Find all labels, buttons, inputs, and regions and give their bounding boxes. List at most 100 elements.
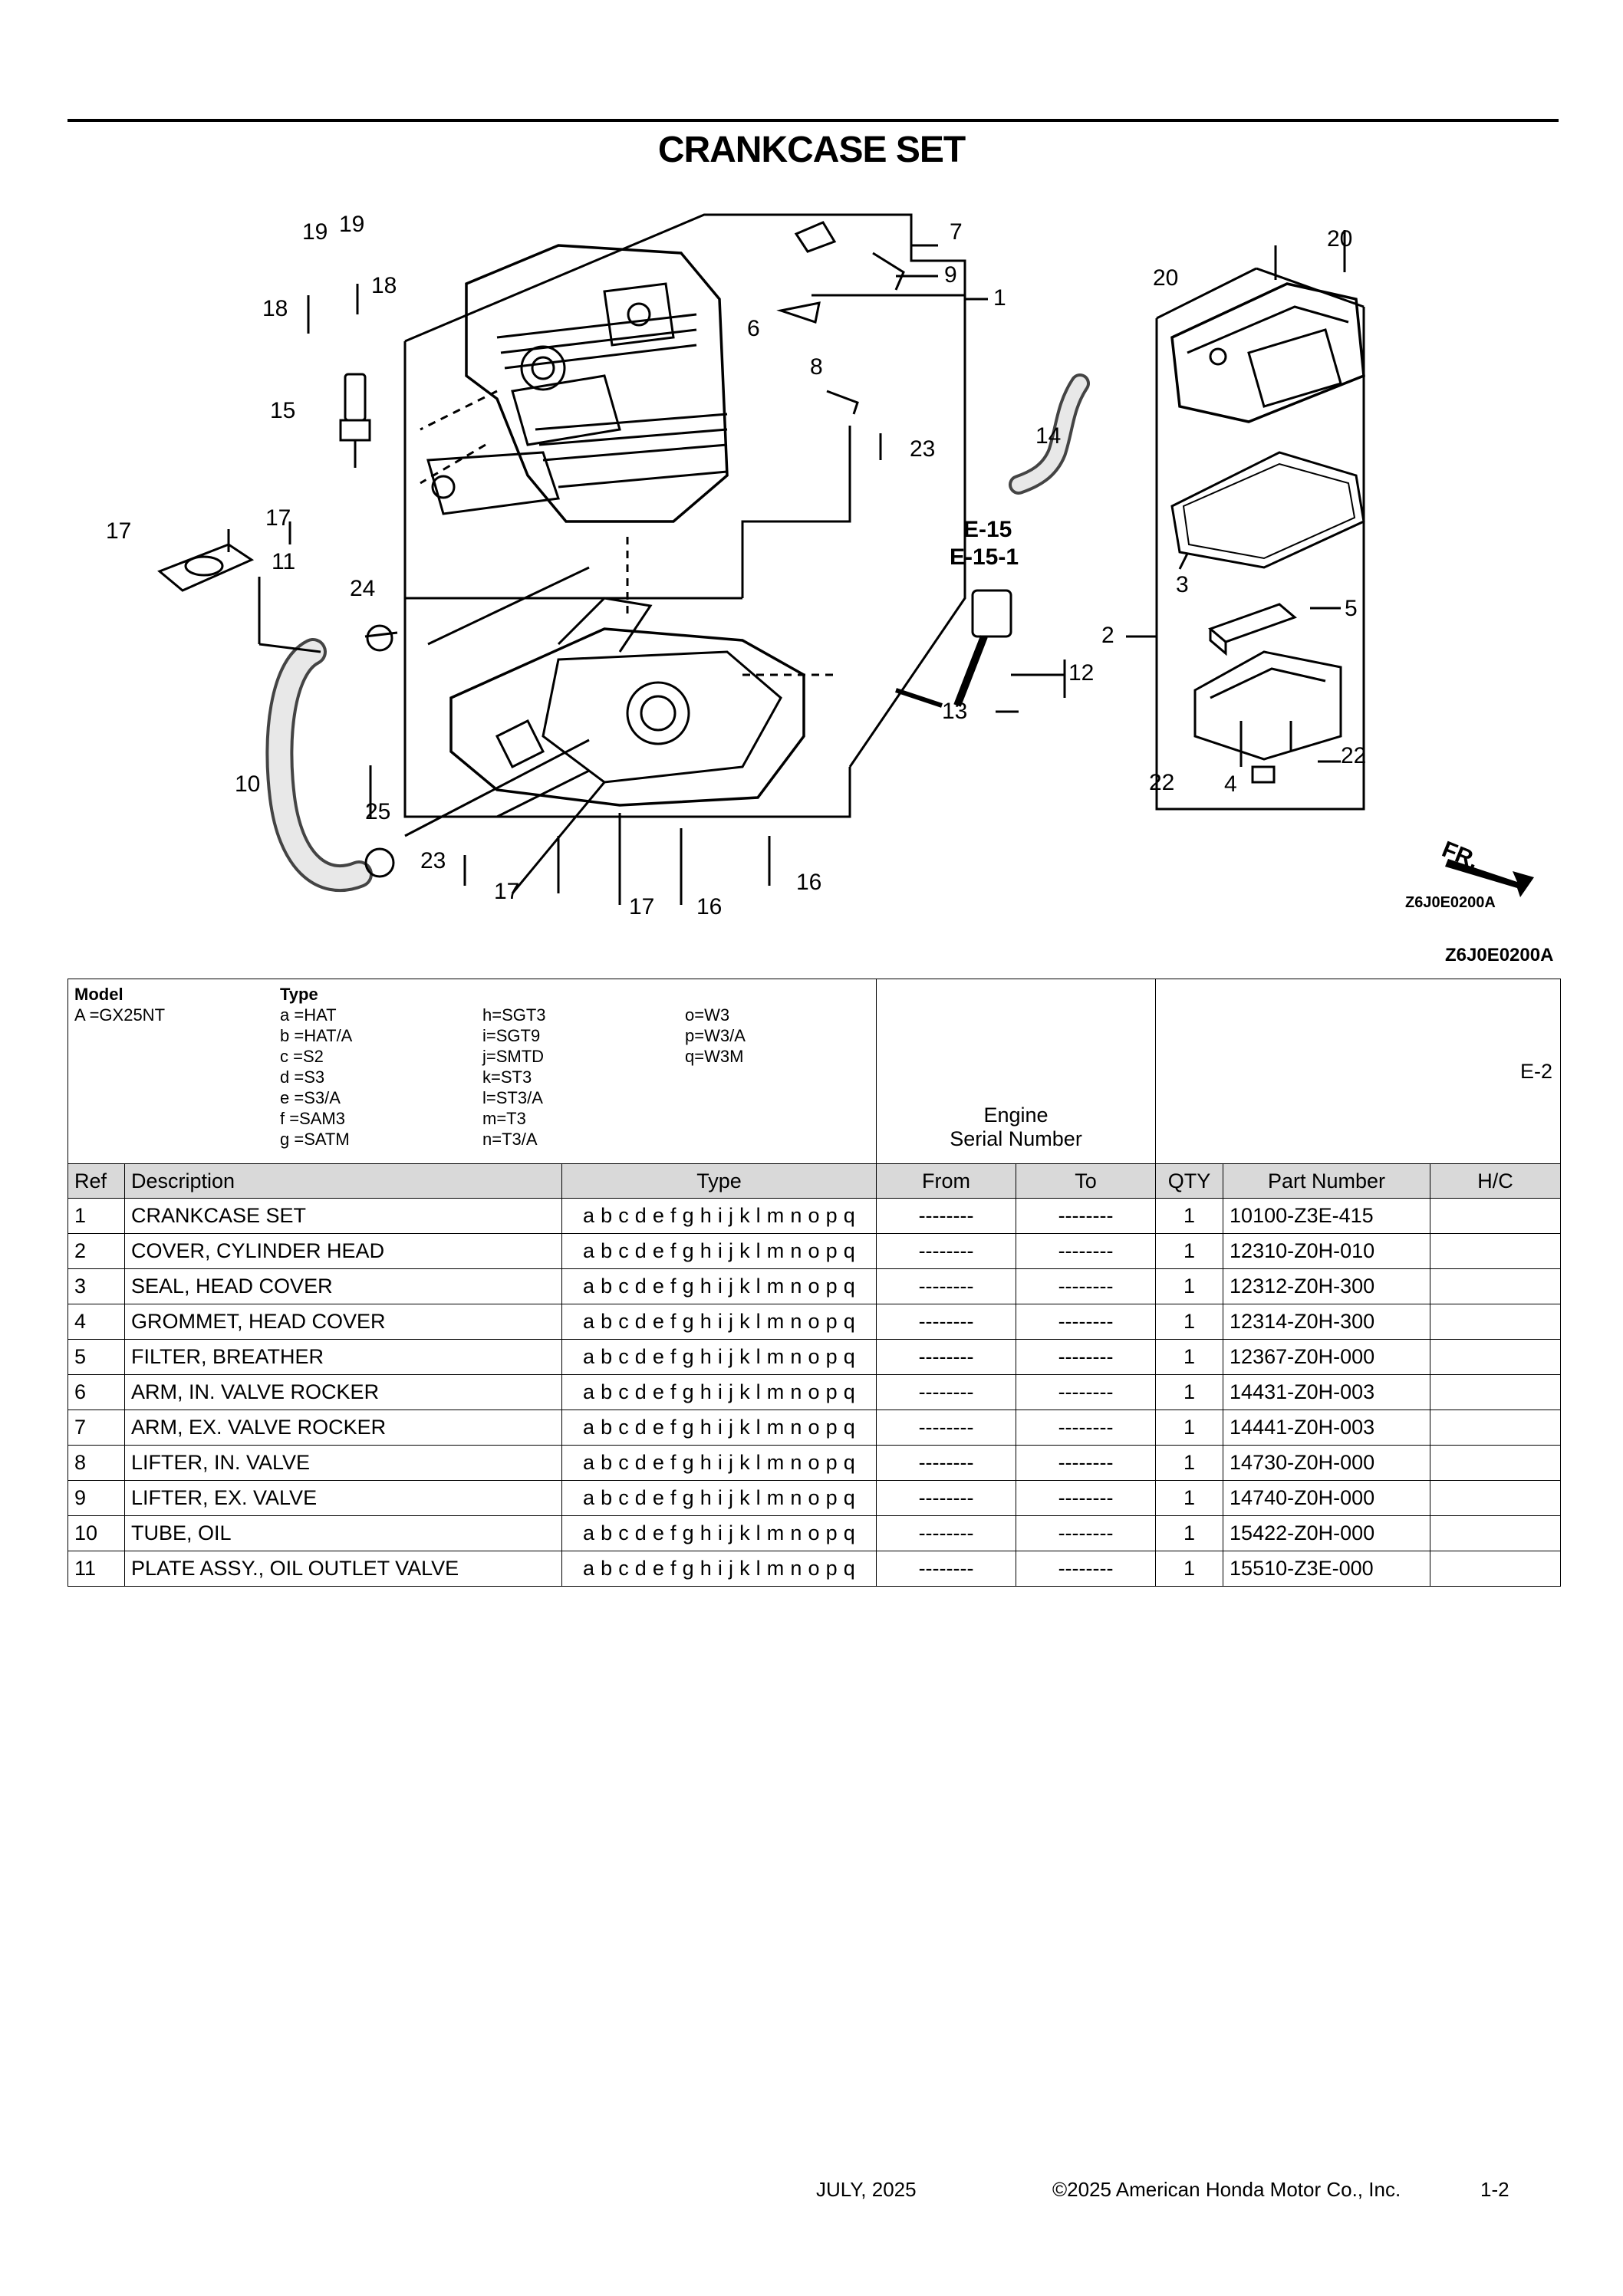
cell-description: ARM, EX. VALVE ROCKER [124, 1410, 562, 1446]
engine-serial-header: Engine Serial Number [876, 979, 1157, 1164]
cell-hc [1430, 1198, 1562, 1234]
cell-from: -------- [876, 1233, 1017, 1269]
cell-description: ARM, IN. VALVE ROCKER [124, 1374, 562, 1410]
cell-description: LIFTER, IN. VALVE [124, 1445, 562, 1481]
callout-6: 6 [747, 316, 760, 341]
cell-hc [1430, 1304, 1562, 1340]
cell-hc [1430, 1445, 1562, 1481]
callout-18-right: 17 [265, 505, 291, 531]
type-entry: q=W3M [685, 1047, 744, 1066]
callout-18-left: 17 [106, 518, 131, 544]
cell-qty: 1 [1155, 1198, 1224, 1234]
cell-part-number: 12312-Z0H-300 [1223, 1268, 1431, 1304]
cell-to: -------- [1016, 1515, 1157, 1551]
cell-part-number: 14441-Z0H-003 [1223, 1410, 1431, 1446]
cell-description: PLATE ASSY., OIL OUTLET VALVE [124, 1551, 562, 1587]
type-entry: l=ST3/A [482, 1088, 543, 1107]
cell-description: SEAL, HEAD COVER [124, 1268, 562, 1304]
top-rule [67, 119, 1559, 122]
type-entry: j=SMTD [482, 1047, 545, 1066]
model-label: Model [74, 985, 123, 1004]
type-entry: f =SAM3 [280, 1109, 345, 1128]
engine-label: Engine [983, 1104, 1049, 1127]
type-entry: b =HAT/A [280, 1026, 353, 1045]
cell-from: -------- [876, 1374, 1017, 1410]
cell-ref: 5 [67, 1339, 125, 1375]
cell-to: -------- [1016, 1268, 1157, 1304]
cell-qty: 1 [1155, 1480, 1224, 1516]
cell-part-number: 12314-Z0H-300 [1223, 1304, 1431, 1340]
cell-hc [1430, 1374, 1562, 1410]
footer-date: JULY, 2025 [816, 2178, 917, 2201]
cell-description: LIFTER, EX. VALVE [124, 1480, 562, 1516]
cell-ref: 2 [67, 1233, 125, 1269]
cell-ref: 4 [67, 1304, 125, 1340]
cell-from: -------- [876, 1198, 1017, 1234]
type-entry: k=ST3 [482, 1067, 532, 1087]
callout-24: 24 [350, 576, 375, 601]
cell-part-number: 14730-Z0H-000 [1223, 1445, 1431, 1481]
cell-to: -------- [1016, 1233, 1157, 1269]
cell-description: FILTER, BREATHER [124, 1339, 562, 1375]
col-qty: QTY [1155, 1163, 1224, 1199]
cell-type: a b c d e f g h i j k l m n o p q [561, 1233, 877, 1269]
cell-part-number: 12310-Z0H-010 [1223, 1233, 1431, 1269]
cell-hc [1430, 1339, 1562, 1375]
cell-part-number: 14431-Z0H-003 [1223, 1374, 1431, 1410]
cell-from: -------- [876, 1480, 1017, 1516]
cell-ref: 9 [67, 1480, 125, 1516]
callout-16-right: 16 [796, 870, 821, 895]
cell-hc [1430, 1551, 1562, 1587]
cell-from: -------- [876, 1445, 1017, 1481]
footer-copyright: ©2025 American Honda Motor Co., Inc. [1052, 2178, 1401, 2201]
cell-hc [1430, 1480, 1562, 1516]
callout-8: 8 [810, 354, 823, 380]
cell-type: a b c d e f g h i j k l m n o p q [561, 1339, 877, 1375]
callout-19-left: 18 [262, 296, 288, 321]
col-from: From [876, 1163, 1017, 1199]
callout-14: 14 [1035, 423, 1061, 449]
cell-type: a b c d e f g h i j k l m n o p q [561, 1445, 877, 1481]
callout-5: 5 [1345, 596, 1358, 621]
callout-4: 4 [1224, 771, 1237, 797]
cell-description: GROMMET, HEAD COVER [124, 1304, 562, 1340]
serial-number-label: Serial Number [950, 1127, 1082, 1150]
cell-from: -------- [876, 1339, 1017, 1375]
cell-from: -------- [876, 1268, 1017, 1304]
callout-17-right: 17 [629, 894, 654, 919]
callout-1: 1 [993, 285, 1006, 311]
cell-part-number: 12367-Z0H-000 [1223, 1339, 1431, 1375]
cell-part-number: 14740-Z0H-000 [1223, 1480, 1431, 1516]
callout-22-right: 22 [1341, 743, 1366, 768]
callout-23-bottom: 23 [420, 848, 446, 873]
cell-qty: 1 [1155, 1445, 1224, 1481]
cell-to: -------- [1016, 1551, 1157, 1587]
cell-hc [1430, 1233, 1562, 1269]
cell-part-number: 15510-Z3E-000 [1223, 1551, 1431, 1587]
parts-diagram: FR. 7 9 1 6 8 23 14 E-15 E-15-1 12 13 20… [106, 212, 1534, 919]
col-to: To [1016, 1163, 1157, 1199]
cell-description: COVER, CYLINDER HEAD [124, 1233, 562, 1269]
cell-to: -------- [1016, 1374, 1157, 1410]
type-entry: o=W3 [685, 1005, 730, 1025]
model-type-block: Model A =GX25NT Type a =HAT b =HAT/A c =… [67, 979, 877, 1164]
model-value: A =GX25NT [74, 1005, 166, 1025]
diagram-code: Z6J0E0200A [1445, 945, 1554, 965]
cell-to: -------- [1016, 1304, 1157, 1340]
column-header-row: Ref Description Type From To QTY Part Nu… [67, 1163, 1562, 1199]
col-ref: Ref [67, 1163, 125, 1199]
col-part-number: Part Number [1223, 1163, 1431, 1199]
cell-to: -------- [1016, 1198, 1157, 1234]
cell-hc [1430, 1410, 1562, 1446]
cell-from: -------- [876, 1410, 1017, 1446]
cell-ref: 7 [67, 1410, 125, 1446]
cell-to: -------- [1016, 1339, 1157, 1375]
